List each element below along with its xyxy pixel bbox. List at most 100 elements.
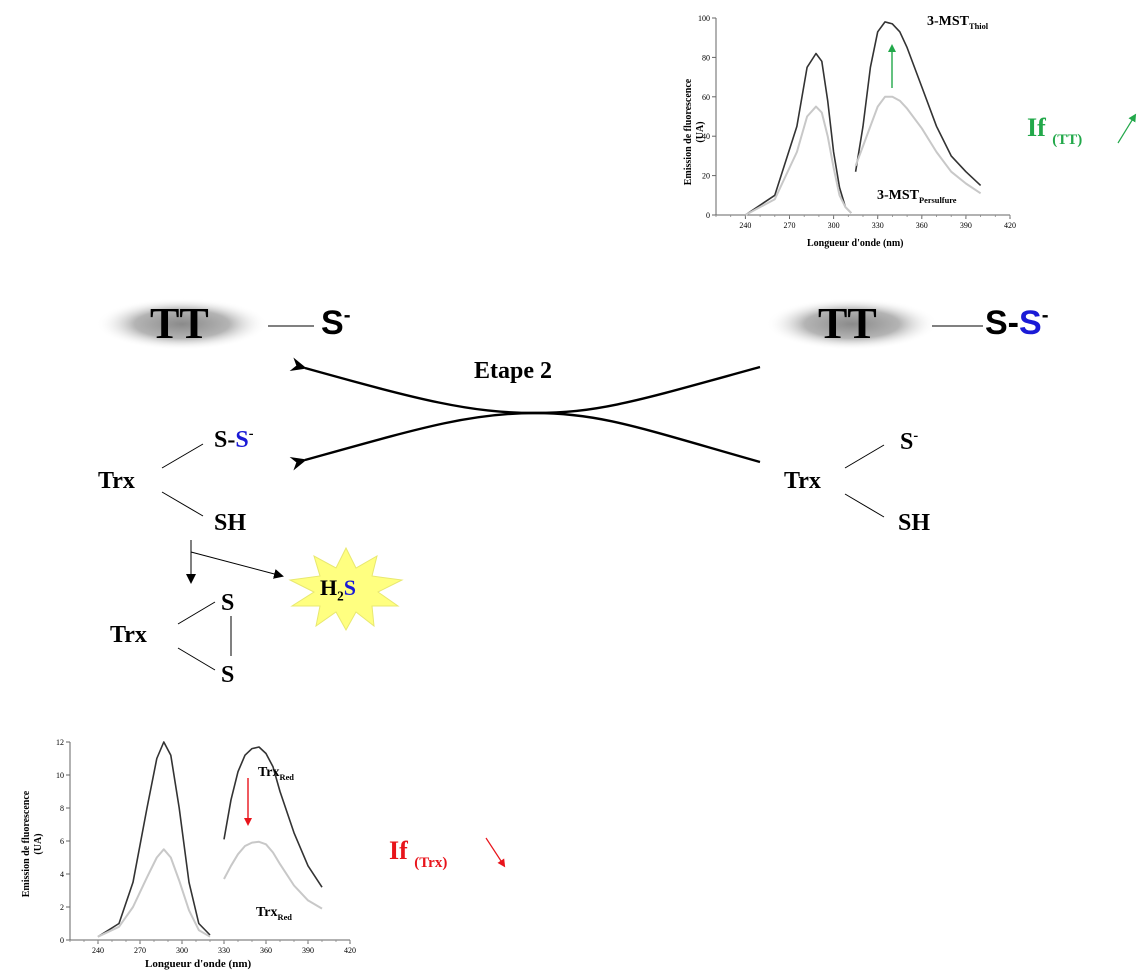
if-tt-indicator: If (TT) bbox=[1027, 113, 1082, 148]
trx-right-bond-lower bbox=[844, 493, 885, 518]
tt-right-blob bbox=[766, 298, 938, 350]
trx-left-minus: - bbox=[248, 426, 254, 442]
persulfure-label-sub: Persulfure bbox=[919, 195, 957, 205]
h2s-2: 2 bbox=[337, 588, 344, 604]
top-chart-xtick-label: 240 bbox=[739, 221, 751, 230]
tt-right-minus: - bbox=[1041, 304, 1049, 327]
if-trx-main: If bbox=[389, 836, 408, 865]
trxred-top-main: Trx bbox=[258, 765, 280, 780]
reaction-arrow-to-trx bbox=[289, 411, 761, 471]
trx-right-label: Trx bbox=[784, 468, 821, 494]
top-chart-series-line-light bbox=[854, 95, 982, 195]
top-chart-xtick-label: 330 bbox=[872, 221, 884, 230]
trxred-top-sub: Red bbox=[279, 772, 294, 782]
bottom-chart-xtick-label: 420 bbox=[344, 946, 356, 955]
trx-left-s-blue: S bbox=[235, 427, 249, 453]
top-chart-xtick-label: 300 bbox=[828, 221, 840, 230]
top-chart-ylabel-line2: (UA) bbox=[695, 121, 706, 143]
tt-left-label: TT bbox=[150, 299, 209, 348]
top-chart-xtick-label: 420 bbox=[1004, 221, 1016, 230]
bottom-chart-series-label-top: TrxRed bbox=[258, 765, 294, 782]
top-chart-xtick-label: 360 bbox=[916, 221, 928, 230]
bottom-chart-ytick-label: 8 bbox=[60, 804, 64, 813]
top-chart-ytick-label: 100 bbox=[698, 14, 710, 23]
top-chart-xtick-label: 270 bbox=[784, 221, 796, 230]
trx-left-label: Trx bbox=[98, 468, 135, 494]
trx-ox-bond-upper bbox=[177, 601, 216, 625]
trx-ox-s-bottom: S bbox=[221, 662, 235, 688]
h2s-burst bbox=[288, 546, 404, 632]
trx-right-sh: SH bbox=[898, 510, 931, 536]
tt-left-s: S bbox=[321, 304, 344, 342]
top-chart-series-label-persulfure: 3-MSTPersulfure bbox=[877, 188, 957, 205]
bottom-chart-ylabel-line2: (UA) bbox=[33, 833, 44, 855]
if-trx-sub: (Trx) bbox=[414, 855, 448, 871]
top-chart-ytick-label: 40 bbox=[702, 132, 710, 141]
trx-ox-bond-lower bbox=[177, 647, 216, 671]
top-chart-series-label-thiol: 3-MSTThiol bbox=[927, 14, 988, 31]
release-h2s-arrow bbox=[190, 551, 284, 579]
top-chart-series-line-dark bbox=[854, 21, 982, 186]
if-trx-down-arrow bbox=[485, 837, 506, 868]
bottom-chart-xtick-label: 360 bbox=[260, 946, 272, 955]
top-chart-ytick-label: 0 bbox=[706, 211, 710, 220]
trx-left-sh: SH bbox=[214, 510, 247, 536]
bottom-chart-ytick-label: 10 bbox=[56, 771, 64, 780]
trx-right-minus: - bbox=[913, 428, 919, 444]
bottom-chart-series-line-dark bbox=[97, 741, 211, 938]
bottom-chart-ytick-label: 0 bbox=[60, 936, 64, 945]
bottom-chart-ylabel-line1: Emission de fluorescence bbox=[21, 790, 32, 898]
top-chart-ylabel: Emission de fluorescence (UA) bbox=[683, 77, 707, 187]
top-chart-ytick-label: 60 bbox=[702, 93, 710, 102]
bottom-chart-series-label-bottom: TrxRed bbox=[256, 905, 292, 922]
bottom-chart-xlabel: Longueur d'onde (nm) bbox=[145, 958, 252, 970]
bottom-chart-ytick-label: 12 bbox=[56, 738, 64, 747]
step-label: Etape 2 bbox=[474, 358, 552, 384]
h2s-h: H bbox=[320, 575, 338, 600]
trxred-bottom-sub: Red bbox=[277, 912, 292, 922]
trx-ox-s-top: S bbox=[221, 590, 235, 616]
tt-right-persulfide: S-S- bbox=[985, 304, 1048, 343]
bottom-chart-series-line-dark bbox=[223, 746, 323, 888]
bottom-chart-ytick-label: 2 bbox=[60, 903, 64, 912]
bottom-chart-xtick-label: 390 bbox=[302, 946, 314, 955]
top-chart-series-line-light bbox=[744, 105, 852, 216]
tt-right-label: TT bbox=[818, 299, 877, 348]
bottom-chart-xtick-label: 270 bbox=[134, 946, 146, 955]
top-chart-series-line-dark bbox=[744, 52, 852, 216]
if-trx-indicator: If (Trx) bbox=[389, 836, 447, 871]
bottom-chart-series-line-light bbox=[97, 848, 211, 938]
tt-right-s-blue: S bbox=[1019, 304, 1042, 342]
top-fluorescence-chart: 0 20 40 60 80 100 240 270 300 330 360 390 420 bbox=[698, 14, 1016, 230]
trxred-bottom-main: Trx bbox=[256, 905, 278, 920]
tt-left-blob bbox=[96, 298, 268, 350]
bottom-chart-ytick-label: 4 bbox=[60, 870, 64, 879]
trx-ox-label: Trx bbox=[110, 622, 147, 648]
thiol-label-main: 3-MST bbox=[927, 14, 969, 29]
trx-right-s: S bbox=[900, 429, 914, 455]
persulfure-label-main: 3-MST bbox=[877, 188, 919, 203]
top-chart-ytick-label: 20 bbox=[702, 172, 710, 181]
top-chart-xtick-label: 390 bbox=[960, 221, 972, 230]
trx-left-bond-lower bbox=[161, 491, 204, 517]
trx-left-s-dash: S- bbox=[214, 427, 236, 453]
bottom-chart-xtick-label: 240 bbox=[92, 946, 104, 955]
top-chart-ytick-label: 80 bbox=[702, 53, 710, 62]
tt-left-minus: - bbox=[343, 304, 351, 327]
if-tt-main: If bbox=[1027, 113, 1046, 142]
if-tt-sub: (TT) bbox=[1052, 132, 1083, 148]
tt-right-s-dash: S- bbox=[985, 304, 1019, 342]
bottom-chart-ytick-label: 6 bbox=[60, 837, 64, 846]
h2s-label: H2S bbox=[320, 575, 356, 604]
top-chart-ylabel-line1: Emission de fluorescence bbox=[683, 78, 694, 186]
bottom-chart-xtick-label: 330 bbox=[218, 946, 230, 955]
bottom-chart-series-line-light bbox=[223, 840, 323, 910]
top-chart-xlabel: Longueur d'onde (nm) bbox=[807, 238, 904, 249]
if-tt-up-arrow bbox=[1117, 113, 1137, 144]
bottom-chart-ylabel: Emission de fluorescence (UA) bbox=[21, 789, 45, 899]
tt-left-thiolate: S- bbox=[321, 304, 350, 343]
trx-left-persulfide: S-S- bbox=[214, 426, 254, 454]
trx-right-thiolate: S- bbox=[900, 428, 918, 456]
